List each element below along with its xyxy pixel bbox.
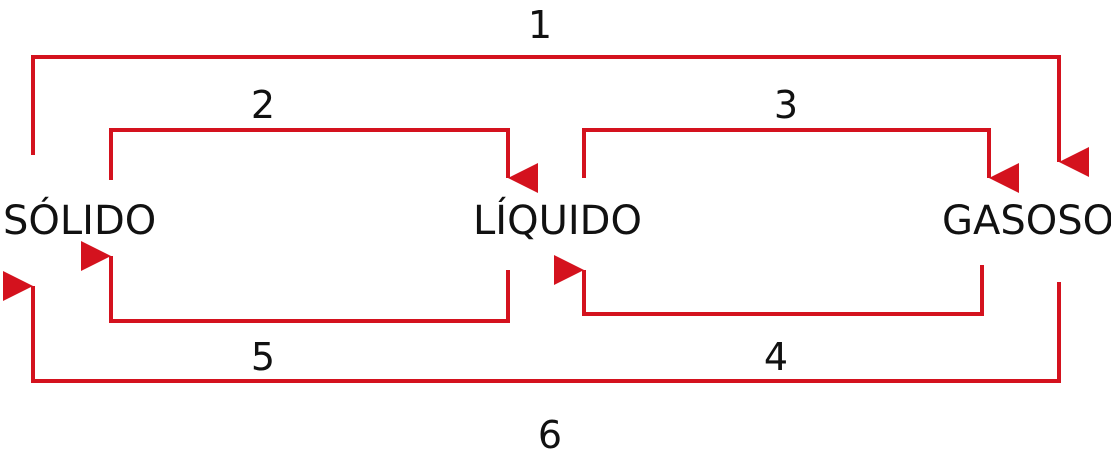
- transition-number-1: 1: [528, 3, 552, 47]
- state-gas-label: GASOSO: [942, 198, 1111, 244]
- arrow-5-liquid-to-solid: [81, 241, 510, 323]
- arrow-1-solid-to-gas: [31, 55, 1089, 177]
- state-solid-label: SÓLIDO: [3, 196, 156, 244]
- arrow-6-gas-to-solid: [3, 271, 1061, 383]
- transition-number-3: 3: [774, 83, 798, 127]
- arrow-3-liquid-to-gas: [582, 128, 1019, 193]
- transition-number-6: 6: [538, 413, 562, 457]
- arrow-2-solid-to-liquid: [109, 128, 538, 193]
- transition-number-4: 4: [764, 335, 788, 379]
- transition-number-5: 5: [251, 335, 275, 379]
- state-liquid-label: LÍQUIDO: [473, 196, 642, 244]
- arrow-4-gas-to-liquid: [554, 255, 984, 316]
- transition-number-2: 2: [251, 83, 275, 127]
